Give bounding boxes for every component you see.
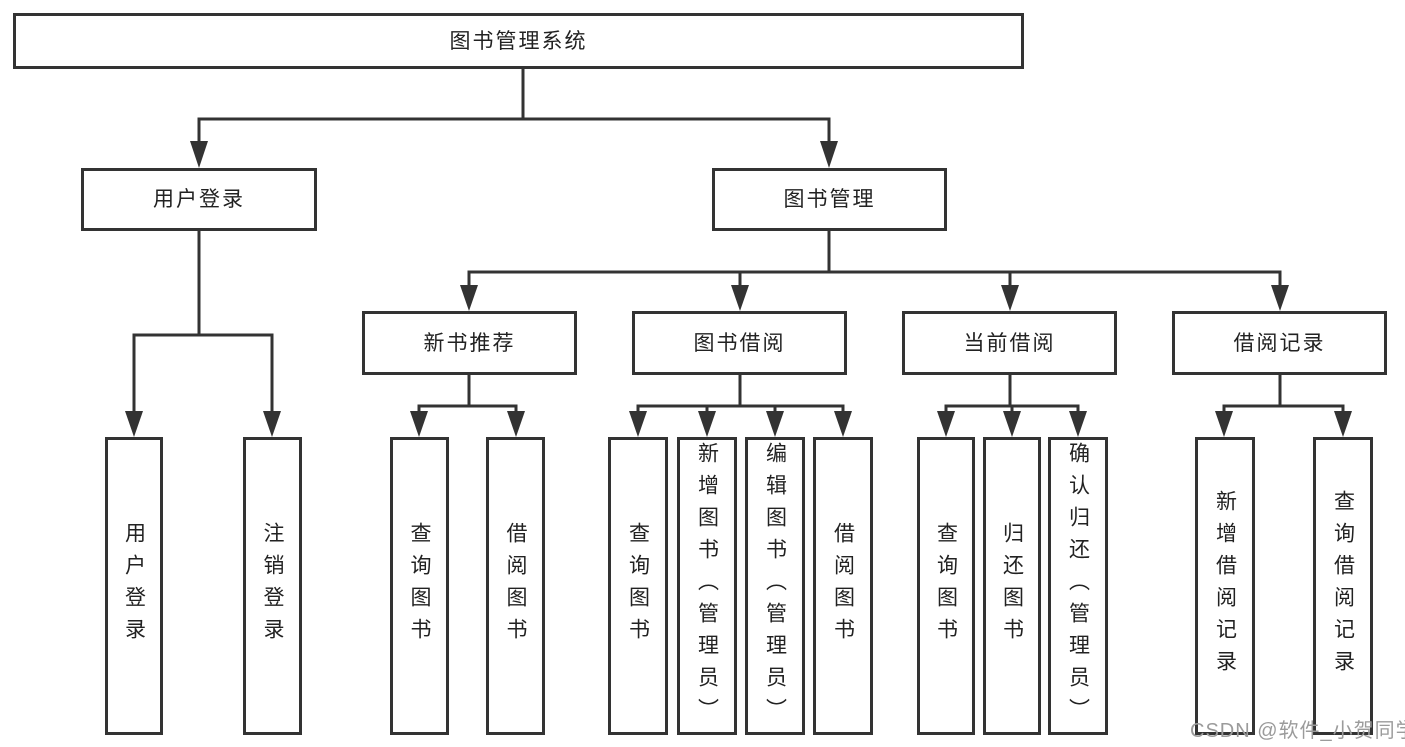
leaf-bb-borrow-books: 借阅图书 [813, 437, 873, 735]
node-current-borrow: 当前借阅 [902, 311, 1117, 375]
leaf-cb-return-books: 归还图书 [983, 437, 1041, 735]
arrowhead-nbr-borrow-books [507, 411, 525, 437]
leaf-bb-edit-books-admin: 编辑图书（管理员） [745, 437, 805, 735]
arrowhead-book-borrow [731, 285, 749, 311]
leaf-nbr-borrow-books: 借阅图书 [486, 437, 545, 735]
leaf-cb-query-books: 查询图书 [917, 437, 975, 735]
arrowhead-bb-borrow-books [834, 411, 852, 437]
arrowhead-bb-query-books [629, 411, 647, 437]
leaf-bb-add-books-admin: 新增图书（管理员） [677, 437, 737, 735]
arrowhead-current-borrow [1001, 285, 1019, 311]
arrowhead-cb-confirm-return [1069, 411, 1087, 437]
leaf-cb-confirm-return-admin: 确认归还（管理员） [1048, 437, 1108, 735]
arrowhead-new-book-recommend [460, 285, 478, 311]
arrowhead-br-add-record [1215, 411, 1233, 437]
connector-root-to-level2 [197, 69, 831, 141]
arrowhead-leaf-user-login [125, 411, 143, 437]
node-library-management-system: 图书管理系统 [13, 13, 1024, 69]
arrowhead-bb-add-books [698, 411, 716, 437]
node-book-borrow: 图书借阅 [632, 311, 847, 375]
arrowhead-user-login [190, 141, 208, 168]
csdn-watermark: CSDN @软件_小贺同学 [1190, 720, 1405, 742]
connector-book-borrow-children [636, 375, 845, 411]
arrowhead-cb-return-books [1003, 411, 1021, 437]
arrowhead-borrow-records [1271, 285, 1289, 311]
arrowhead-bb-edit-books [766, 411, 784, 437]
connector-new-book-recommend-children [417, 375, 518, 411]
arrowhead-cb-query-books [937, 411, 955, 437]
connector-book-management-children [467, 231, 1282, 285]
arrowhead-leaf-logout [263, 411, 281, 437]
arrowhead-nbr-query-books [410, 411, 428, 437]
leaf-logout: 注销登录 [243, 437, 302, 735]
leaf-br-query-borrow-record: 查询借阅记录 [1313, 437, 1373, 735]
leaf-br-add-borrow-record: 新增借阅记录 [1195, 437, 1255, 735]
node-user-login-branch: 用户登录 [81, 168, 317, 231]
node-borrow-records: 借阅记录 [1172, 311, 1387, 375]
leaf-user-login: 用户登录 [105, 437, 163, 735]
arrowhead-br-query-record [1334, 411, 1352, 437]
leaf-nbr-query-books: 查询图书 [390, 437, 449, 735]
connector-current-borrow-children [944, 375, 1080, 411]
leaf-bb-query-books: 查询图书 [608, 437, 668, 735]
connector-user-login-children [132, 231, 274, 411]
node-book-management-branch: 图书管理 [712, 168, 947, 231]
arrowhead-book-management [820, 141, 838, 168]
connector-borrow-records-children [1222, 375, 1345, 411]
node-new-book-recommend: 新书推荐 [362, 311, 577, 375]
